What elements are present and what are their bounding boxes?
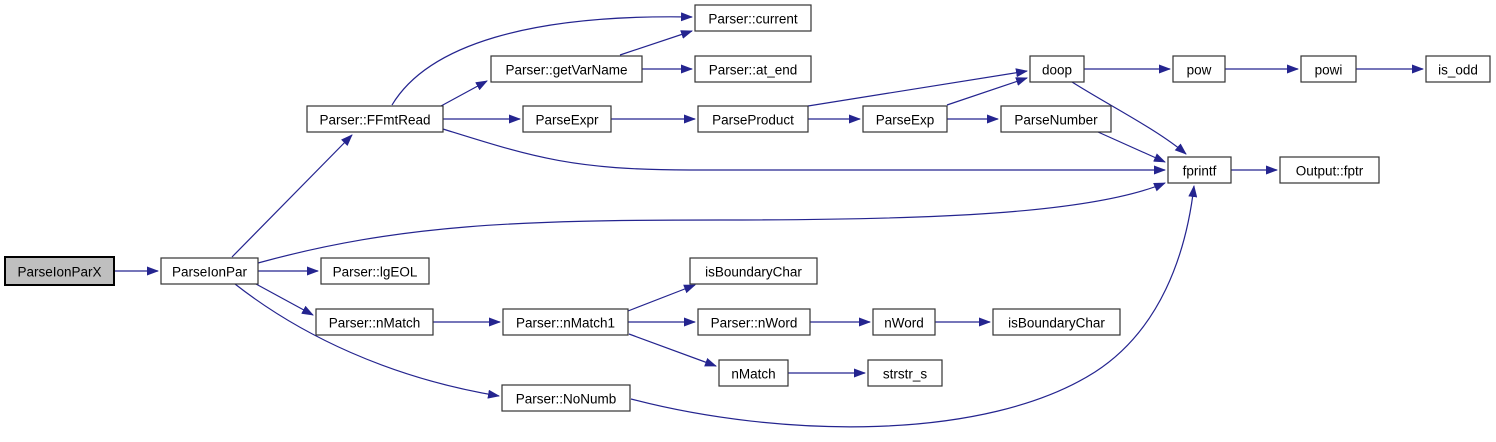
node-parseionparx[interactable]: ParseIonParX (4, 256, 115, 286)
node-parseproduct[interactable]: ParseProduct (697, 105, 809, 133)
node-box-output-fptr[interactable] (1279, 156, 1380, 184)
node-label-nmatch1: Parser::nMatch1 (516, 316, 615, 331)
edges-layer (114, 12, 1424, 428)
node-label-nword: nWord (884, 316, 924, 331)
node-ffmtread[interactable]: Parser::FFmtRead (306, 105, 444, 133)
node-label-parseproduct: ParseProduct (712, 113, 794, 128)
node-box-parseexpr[interactable] (522, 105, 612, 133)
node-parseexp[interactable]: ParseExp (862, 105, 948, 133)
edge-parseionpar-to-nmatch-parser (255, 283, 314, 316)
node-nmatch1[interactable]: Parser::nMatch1 (502, 308, 629, 336)
node-fprintf[interactable]: fprintf (1167, 156, 1232, 184)
node-label-nword-parser: Parser::nWord (711, 316, 798, 331)
node-box-pow[interactable] (1172, 55, 1226, 83)
node-label-parseionpar: ParseIonPar (172, 265, 248, 280)
edge-ffmtread-to-fprintf (442, 128, 1166, 175)
node-label-pow: pow (1187, 63, 1212, 78)
node-label-ffmtread: Parser::FFmtRead (319, 113, 430, 128)
edge-ffmtread-to-getvarname (440, 80, 488, 107)
node-box-isboundarychar2[interactable] (992, 308, 1121, 336)
node-label-getvarname: Parser::getVarName (505, 63, 627, 78)
node-parseionpar[interactable]: ParseIonPar (160, 257, 259, 285)
edge-nmatch1-to-isboundarychar1 (627, 284, 696, 312)
node-box-strstr-s[interactable] (867, 359, 943, 387)
node-label-parseexpr: ParseExpr (535, 113, 599, 128)
node-at-end[interactable]: Parser::at_end (694, 55, 812, 83)
node-label-current: Parser::current (708, 12, 798, 27)
node-box-parseionparx[interactable] (4, 256, 115, 286)
node-getvarname[interactable]: Parser::getVarName (490, 55, 643, 83)
node-pow[interactable]: pow (1172, 55, 1226, 83)
node-label-isboundarychar2: isBoundaryChar (1008, 316, 1105, 331)
node-box-parseexp[interactable] (862, 105, 948, 133)
node-box-nword[interactable] (872, 308, 936, 336)
node-strstr-s[interactable]: strstr_s (867, 359, 943, 387)
node-nword-parser[interactable]: Parser::nWord (697, 308, 811, 336)
node-isboundarychar1[interactable]: isBoundaryChar (689, 257, 818, 285)
node-box-at-end[interactable] (694, 55, 812, 83)
edge-parseionpar-to-fprintf (257, 182, 1166, 264)
node-lgeol[interactable]: Parser::lgEOL (320, 257, 430, 285)
node-nonumb[interactable]: Parser::NoNumb (501, 384, 631, 412)
node-box-nmatch-parser[interactable] (315, 308, 434, 336)
node-nword[interactable]: nWord (872, 308, 936, 336)
node-label-powi: powi (1315, 63, 1343, 78)
node-box-ffmtread[interactable] (306, 105, 444, 133)
node-box-nonumb[interactable] (501, 384, 631, 412)
node-label-nonumb: Parser::NoNumb (516, 392, 617, 407)
edge-nmatch1-to-nmatch (628, 333, 717, 367)
node-box-parsenumber[interactable] (1000, 105, 1112, 133)
node-box-parseproduct[interactable] (697, 105, 809, 133)
node-label-parseionparx: ParseIonParX (17, 265, 101, 280)
node-isboundarychar2[interactable]: isBoundaryChar (992, 308, 1121, 336)
edge-parseexp-to-doop (946, 77, 1028, 106)
edge-getvarname-to-current (619, 30, 693, 56)
node-parsenumber[interactable]: ParseNumber (1000, 105, 1112, 133)
edge-parseionpar-to-ffmtread (231, 134, 353, 258)
node-label-doop: doop (1042, 63, 1072, 78)
node-output-fptr[interactable]: Output::fptr (1279, 156, 1380, 184)
node-box-is-odd[interactable] (1425, 55, 1491, 83)
edge-parseproduct-to-doop (807, 68, 1028, 107)
node-label-strstr-s: strstr_s (883, 367, 928, 382)
node-label-isboundarychar1: isBoundaryChar (705, 265, 802, 280)
node-label-at-end: Parser::at_end (709, 63, 798, 78)
node-box-lgeol[interactable] (320, 257, 430, 285)
node-box-nmatch[interactable] (718, 359, 789, 387)
node-powi[interactable]: powi (1300, 55, 1357, 83)
node-box-parseionpar[interactable] (160, 257, 259, 285)
edge-doop-to-fprintf (1071, 81, 1187, 155)
node-nmatch-parser[interactable]: Parser::nMatch (315, 308, 434, 336)
node-label-fprintf: fprintf (1183, 164, 1217, 179)
node-label-nmatch: nMatch (731, 367, 775, 382)
node-label-nmatch-parser: Parser::nMatch (329, 316, 421, 331)
node-label-parsenumber: ParseNumber (1014, 113, 1098, 128)
node-box-powi[interactable] (1300, 55, 1357, 83)
edge-nonumb-to-fprintf (630, 185, 1198, 428)
edge-parsenumber-to-fprintf (1097, 131, 1166, 163)
node-parseexpr[interactable]: ParseExpr (522, 105, 612, 133)
node-box-current[interactable] (694, 4, 812, 32)
node-label-parseexp: ParseExp (876, 113, 935, 128)
node-nmatch[interactable]: nMatch (718, 359, 789, 387)
node-label-lgeol: Parser::lgEOL (333, 265, 418, 280)
node-is-odd[interactable]: is_odd (1425, 55, 1491, 83)
node-box-nword-parser[interactable] (697, 308, 811, 336)
node-box-nmatch1[interactable] (502, 308, 629, 336)
node-box-getvarname[interactable] (490, 55, 643, 83)
node-box-isboundarychar1[interactable] (689, 257, 818, 285)
edge-ffmtread-to-current (391, 12, 693, 106)
edge-parseionpar-to-nonumb (234, 283, 500, 399)
node-box-doop[interactable] (1029, 55, 1085, 83)
node-label-output-fptr: Output::fptr (1296, 164, 1364, 179)
node-current[interactable]: Parser::current (694, 4, 812, 32)
node-box-fprintf[interactable] (1167, 156, 1232, 184)
node-doop[interactable]: doop (1029, 55, 1085, 83)
node-label-is-odd: is_odd (1438, 63, 1478, 78)
